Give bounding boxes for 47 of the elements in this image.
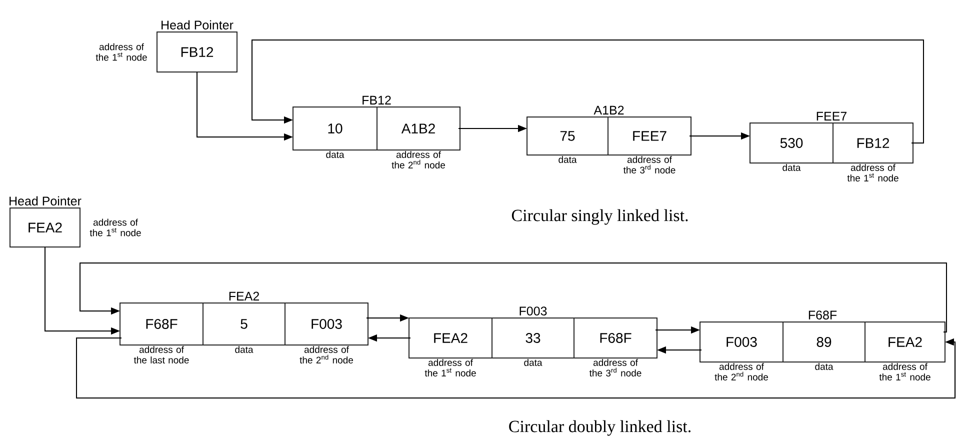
field-cell: 5 — [240, 319, 248, 329]
caption-text: address of the 2$^{nd}$ node — [300, 346, 353, 364]
heading: Head Pointer — [162, 20, 234, 30]
caption-text: address of the 3$^{rd}$ node — [623, 156, 676, 174]
field-cell: 530 — [780, 138, 803, 148]
pointer-box: FB12 — [156, 32, 238, 72]
field-cell: FEA2 — [888, 337, 922, 347]
caption-text: data — [326, 151, 344, 158]
arrow — [252, 40, 924, 144]
caption-text: address of the 1$^{st}$ node — [96, 43, 147, 61]
arrow — [80, 262, 947, 332]
field-cell: A1B2 — [401, 124, 435, 134]
field-cell: F68F — [600, 333, 632, 343]
field-cell: 10 — [328, 124, 342, 134]
field-cell: FEA2 — [434, 333, 468, 343]
caption-text: address of the 2$^{nd}$ node — [392, 151, 445, 168]
field-cell: 89 — [816, 337, 832, 347]
figure-caption: Circular singly linked list. — [512, 209, 688, 225]
field-cell: 75 — [560, 131, 575, 141]
caption-text: data — [815, 363, 834, 370]
caption-text: address of the 1$^{st}$ node — [847, 164, 898, 182]
field-cell: 33 — [526, 333, 540, 343]
field-cell: FEE7 — [633, 131, 666, 141]
caption-text: address of the 1$^{st}$ node — [90, 218, 141, 236]
heading: F003 — [520, 306, 547, 316]
field-cell: F003 — [726, 337, 757, 347]
caption-text: address of the 1$^{st}$ node — [879, 363, 930, 380]
heading: FEA2 — [229, 292, 259, 300]
caption-text: address of the 1$^{st}$ node — [424, 359, 476, 376]
caption-text: address of the 2$^{nd}$ node — [714, 363, 768, 380]
heading: FB12 — [362, 96, 391, 104]
heading: FEE7 — [816, 112, 846, 120]
caption-text: data — [524, 359, 542, 366]
caption-text: address of the last node — [134, 346, 189, 364]
caption-text: data — [235, 346, 254, 353]
heading: A1B2 — [594, 106, 624, 114]
heading: Head Pointer — [10, 196, 82, 206]
caption-text: data — [558, 156, 577, 163]
figure-caption: Circular doubly linked list. — [509, 420, 691, 436]
arrow — [76, 338, 956, 398]
pointer-box: FEA2 — [10, 208, 80, 248]
field-cell: F003 — [312, 319, 342, 329]
field-cell: F68F — [146, 319, 178, 329]
heading: F68F — [808, 310, 837, 320]
field-cell: FB12 — [857, 138, 890, 148]
caption-text: address of the 3$^{rd}$ node — [589, 359, 642, 376]
caption-text: data — [782, 164, 801, 171]
